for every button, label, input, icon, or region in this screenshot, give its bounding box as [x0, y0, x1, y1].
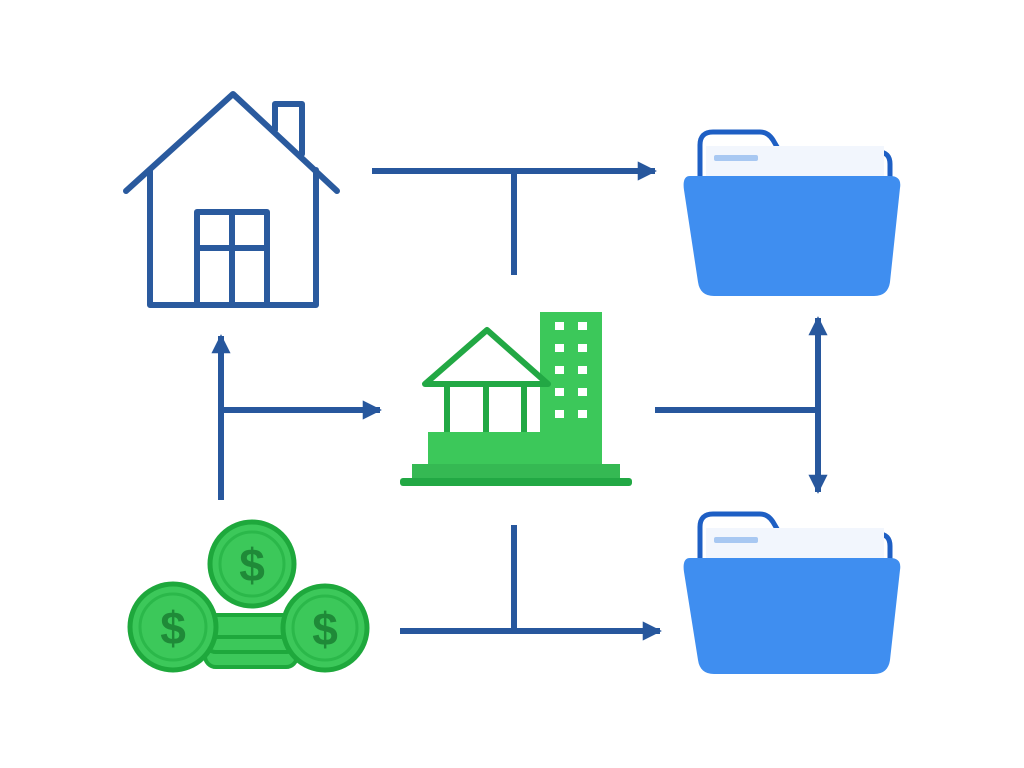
coin-left: $: [127, 581, 219, 673]
coin-top: $: [207, 519, 297, 609]
building-lower-base: [428, 432, 550, 466]
bank-building-icon: [400, 312, 632, 486]
folder-bottom-front: [683, 558, 901, 674]
dollar-sign-right: $: [312, 603, 338, 655]
connector-coins-to-house-and-bank: [211, 334, 382, 500]
folder-bottom-icon: [683, 511, 901, 674]
house-roof: [123, 91, 340, 194]
building-tower: [540, 312, 602, 464]
connector-coins-to-folder-bottom: [400, 525, 662, 641]
bank-portico: [422, 327, 551, 432]
building-foundation-line: [400, 478, 632, 486]
house-icon: [123, 91, 340, 308]
dollar-sign-top: $: [239, 539, 265, 591]
folder-bottom-paper-line: [714, 537, 758, 543]
building-ground-slab: [412, 464, 620, 478]
folder-top-icon: [683, 129, 901, 296]
folder-top-paper-line: [714, 155, 758, 161]
connector-house-to-folder-top: [372, 161, 657, 275]
coin-stack-icon: $ $ $: [127, 519, 370, 673]
connector-bank-to-folders: [655, 316, 828, 494]
dollar-sign-left: $: [160, 602, 186, 654]
tower-windows: [555, 322, 587, 418]
folder-top-front: [683, 176, 901, 296]
coin-right: $: [280, 583, 370, 673]
house-chimney: [272, 101, 305, 157]
